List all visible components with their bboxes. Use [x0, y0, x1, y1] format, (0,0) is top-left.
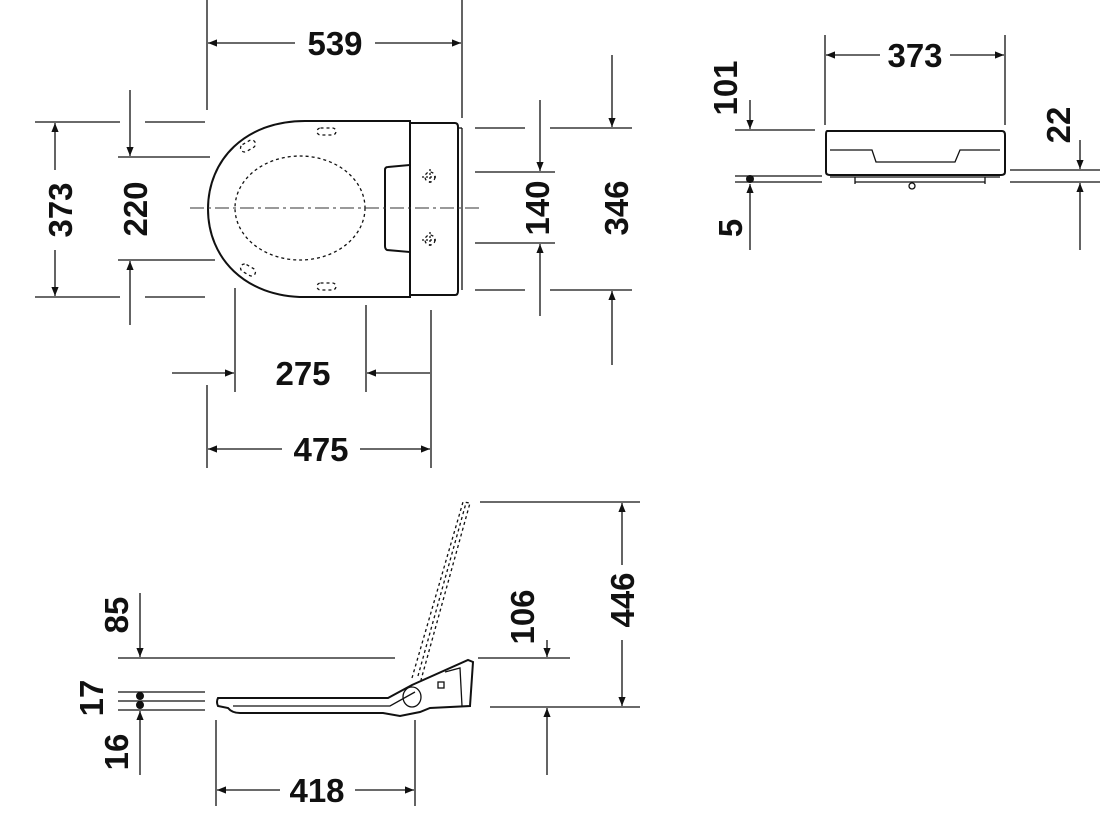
hinge-body — [444, 667, 463, 707]
dim-373-front: 373 — [887, 37, 942, 74]
dim-475: 475 — [293, 431, 348, 468]
dim-22: 22 — [1040, 107, 1077, 144]
dim-5: 5 — [712, 219, 749, 237]
dim-17: 17 — [73, 680, 110, 717]
top-view: 539 373 220 140 346 275 — [35, 0, 635, 468]
dim-373-width: 373 — [42, 182, 79, 237]
front-hinge-icon — [908, 182, 916, 190]
dimension-dot — [136, 692, 144, 700]
hinge-pivot-icon — [402, 686, 422, 708]
dimension-dot — [746, 175, 754, 183]
dimension-dot — [136, 701, 144, 709]
front-profile — [825, 130, 1006, 176]
front-view: 373 101 5 22 — [707, 35, 1100, 250]
open-lid-hidden — [411, 501, 471, 681]
seat-side-profile — [216, 658, 475, 718]
dim-101: 101 — [707, 60, 744, 115]
hinge-cover — [409, 122, 459, 296]
hinge-point-icon — [422, 232, 438, 248]
buffer-icon — [239, 139, 257, 153]
dim-85: 85 — [98, 597, 135, 634]
buffer-icon — [316, 282, 337, 291]
dim-539: 539 — [307, 25, 362, 62]
dim-446: 446 — [604, 572, 641, 627]
seat-outline — [206, 120, 411, 298]
dim-275: 275 — [275, 355, 330, 392]
front-inner-line — [830, 149, 1000, 163]
buffer-icon — [239, 263, 257, 277]
dim-220: 220 — [117, 181, 154, 236]
dim-140: 140 — [519, 180, 556, 235]
dim-418: 418 — [289, 772, 344, 809]
dim-346: 346 — [598, 180, 635, 235]
buffer-icon — [316, 127, 337, 136]
dim-106: 106 — [504, 589, 541, 644]
hinge-mark-icon — [437, 681, 445, 689]
dim-16: 16 — [98, 734, 135, 771]
hinge-point-icon — [422, 169, 438, 185]
side-view: 446 106 85 17 16 418 — [73, 501, 641, 809]
open-lid-hidden — [417, 502, 467, 677]
seat-side-inner — [233, 691, 416, 707]
front-base — [830, 176, 1000, 184]
